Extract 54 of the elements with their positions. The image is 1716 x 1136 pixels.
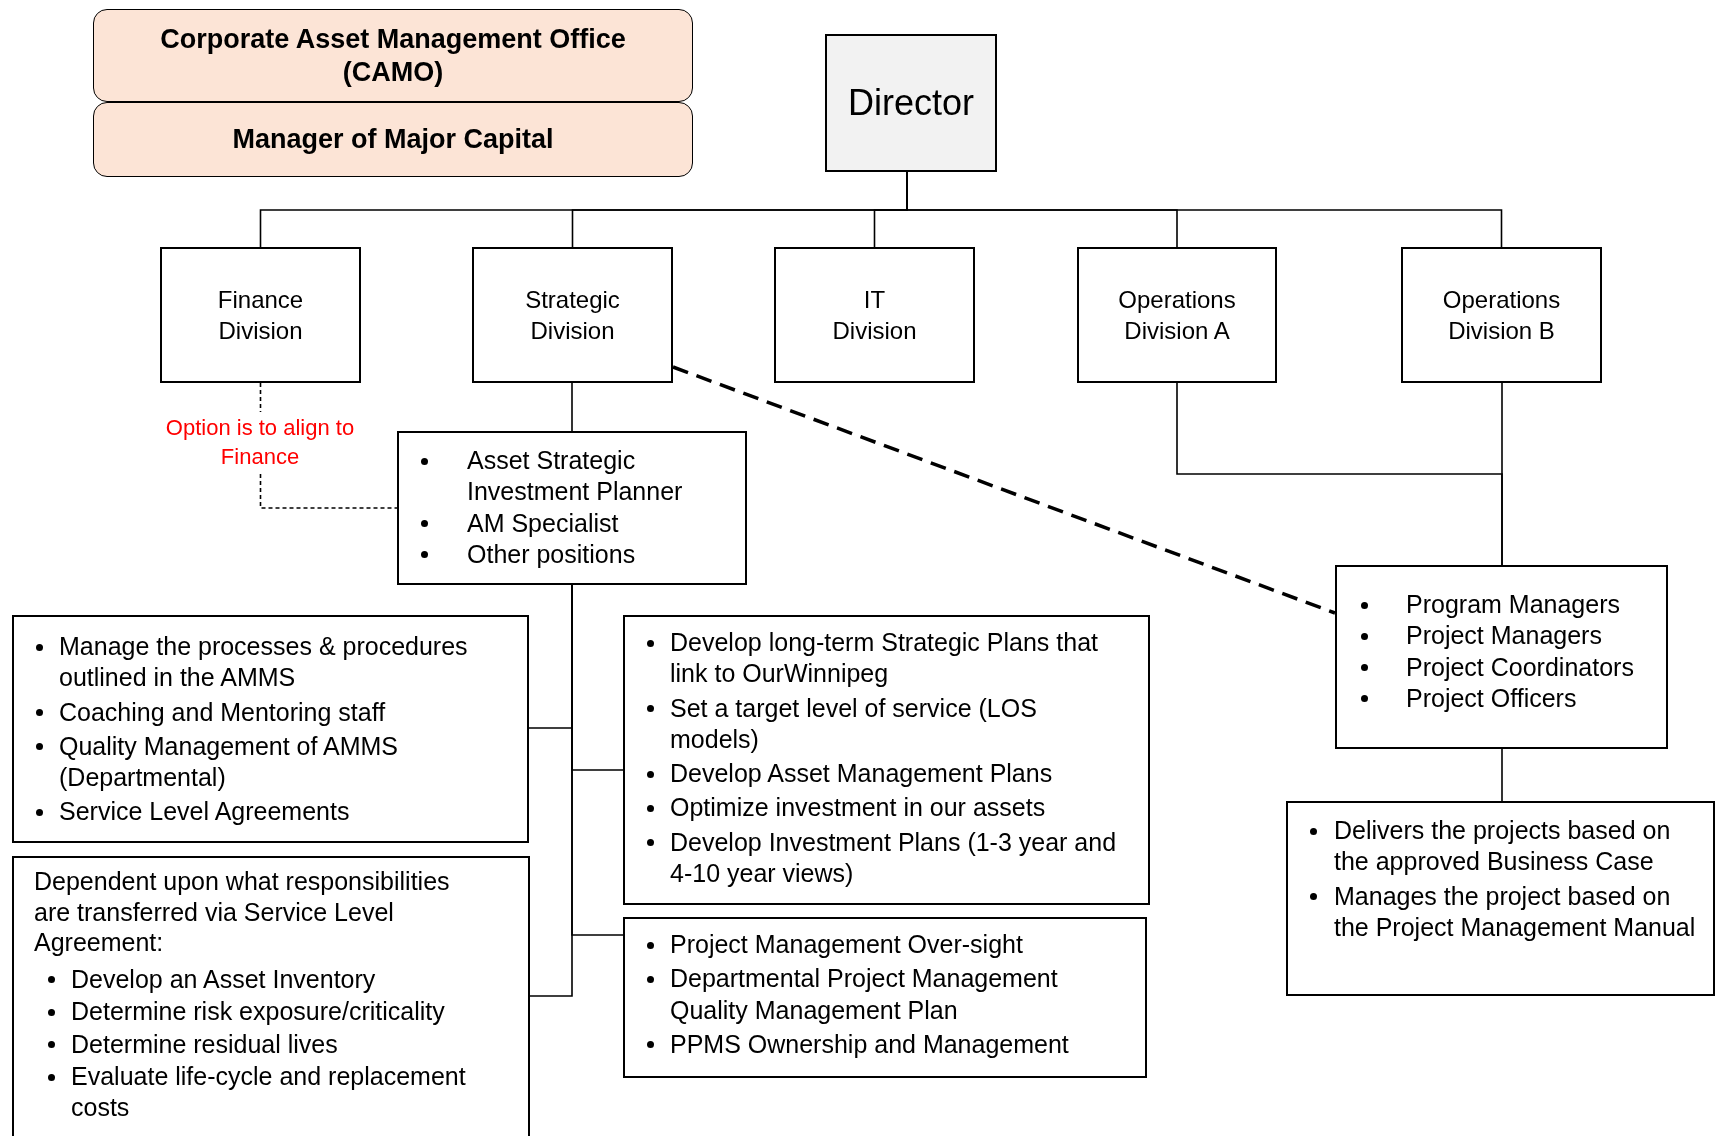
responsibility-box: [12, 856, 530, 1136]
box-label: IT Division: [831, 284, 918, 346]
division-box: [472, 247, 673, 383]
list-item: Program Managers: [1406, 589, 1621, 620]
list-item: Delivers the projects based on the approved Business Case: [1334, 815, 1672, 878]
list-item: AM Specialist: [467, 507, 620, 539]
list-item: Project Managers: [1406, 620, 1603, 652]
list-item: Service Level Agreements: [59, 796, 351, 828]
list-item: Develop Asset Management Plans: [670, 758, 1054, 789]
list-item: PPMS Ownership and Management: [670, 1028, 1070, 1060]
list-item: Set a target level of service (LOS models): [670, 692, 1038, 755]
box-label: Manager of Major Capital: [232, 123, 554, 156]
list-item: Evaluate life-cycle and replacement costs: [71, 1061, 467, 1122]
list-item: Asset Strategic Investment Planner: [467, 445, 684, 508]
list-item: Determine residual lives: [71, 1028, 339, 1059]
responsibility-box: [1286, 801, 1715, 996]
division-box: [1077, 247, 1277, 383]
box-label: Corporate Asset Management Office (CAMO): [159, 23, 627, 88]
list-item: Quality Management of AMMS (Departmental): [59, 730, 400, 793]
list-item: Other positions: [467, 538, 637, 570]
list-item: Determine risk exposure/criticality: [71, 996, 446, 1027]
box-label: Director: [848, 82, 974, 124]
edge-label: Option is to align to Finance: [165, 412, 355, 474]
connector-line: [672, 365, 1336, 615]
division-box: [1401, 247, 1602, 383]
responsibility-box: [623, 917, 1147, 1078]
list-item: Departmental Project Management Quality Management Plan: [670, 963, 1059, 1026]
box-label: Finance Division: [216, 284, 305, 346]
responsibility-box: [12, 615, 529, 843]
connector-line: [1501, 382, 1503, 566]
intro-text: Dependent upon what responsibilities are transferred via Service Level Agreement:: [33, 866, 451, 958]
responsibility-box: [1335, 565, 1668, 749]
list-item: Project Management Over-sight: [670, 929, 1024, 960]
division-box: [160, 247, 361, 383]
office-box: [93, 9, 693, 102]
list-item: Project Coordinators: [1406, 651, 1635, 683]
list-item: Manages the project based on the Project Management Manual: [1334, 880, 1697, 943]
list-item: Develop an Asset Inventory: [71, 963, 377, 994]
division-box: [774, 247, 975, 383]
director-box: [825, 34, 997, 172]
box-label: Operations Division B: [1441, 284, 1562, 346]
responsibility-box: [623, 615, 1150, 905]
list-item: Optimize investment in our assets: [670, 792, 1047, 824]
list-item: Develop long-term Strategic Plans that link to OurWinnipeg: [670, 627, 1099, 690]
list-item: Coaching and Mentoring staff: [59, 696, 387, 728]
responsibility-box: [397, 431, 747, 585]
list-item: Manage the processes & procedures outlined in the AMMS: [59, 631, 469, 694]
connector-line: [1501, 748, 1503, 802]
list-item: Develop Investment Plans (1-3 year and 4-10 year views): [670, 826, 1118, 889]
connector-line: [571, 382, 573, 432]
box-label: Operations Division A: [1117, 284, 1237, 346]
list-item: Project Officers: [1406, 682, 1578, 714]
box-label: Strategic Division: [524, 284, 621, 346]
office-box: [93, 102, 693, 177]
